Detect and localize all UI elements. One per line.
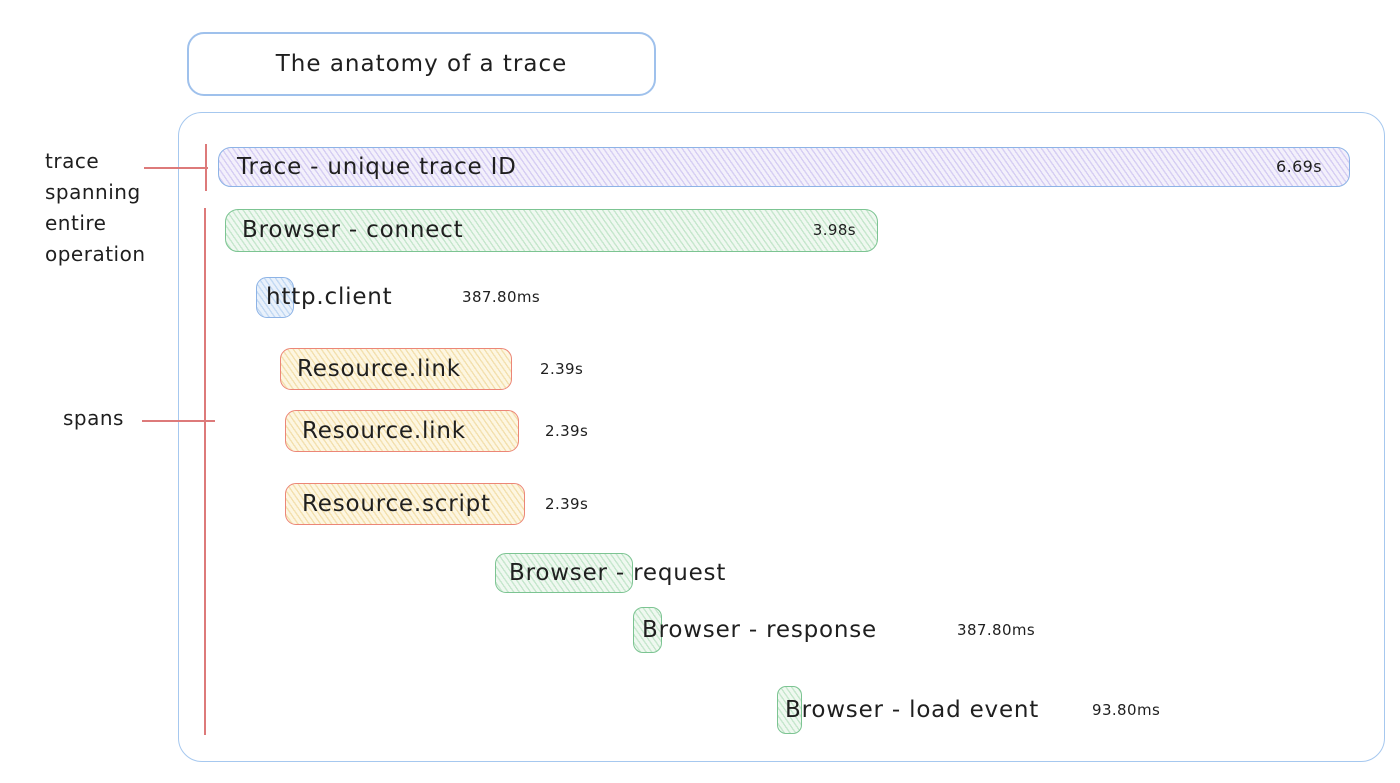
span-browser-request: Browser - request: [495, 553, 755, 593]
span-duration: 2.39s: [540, 360, 584, 378]
span-browser-load-event-bar: [777, 686, 802, 734]
diagram-title-box: The anatomy of a trace: [187, 32, 656, 96]
span-http-client-bar: [256, 277, 294, 318]
annotation-line: operation: [45, 242, 146, 266]
annotation-line: trace: [45, 149, 100, 173]
span-resource-link-1-bar: [280, 348, 512, 390]
span-trace-bar: [218, 147, 1350, 187]
span-browser-response-bar: [633, 607, 662, 653]
span-duration: 2.39s: [545, 495, 589, 513]
span-label: Trace - unique trace ID: [237, 154, 517, 180]
span-http-client: http.client 387.80ms: [256, 277, 556, 318]
span-browser-connect: Browser - connect 3.98s: [225, 209, 878, 252]
span-browser-request-bar: [495, 553, 633, 593]
span-label: Resource.link: [302, 418, 466, 444]
span-label: Browser - response: [642, 617, 877, 643]
span-label: http.client: [266, 284, 393, 310]
span-resource-link-2: Resource.link 2.39s: [285, 410, 595, 452]
trace-boundary-box: [178, 112, 1385, 762]
span-duration: 2.39s: [545, 422, 589, 440]
trace-pointer-line: [144, 167, 208, 169]
span-resource-link-2-bar: [285, 410, 519, 452]
span-duration: 6.69s: [1276, 157, 1322, 176]
trace-pointer-tick: [205, 144, 207, 191]
span-duration: 3.98s: [812, 221, 856, 239]
spans-bracket-line: [204, 208, 206, 735]
span-label: Resource.link: [297, 356, 461, 382]
span-resource-link-1: Resource.link 2.39s: [280, 348, 590, 390]
span-resource-script-bar: [285, 483, 525, 525]
annotation-trace-spanning: trace spanning entire operation: [45, 146, 146, 270]
span-duration: 387.80ms: [957, 621, 1036, 639]
span-browser-response: Browser - response 387.80ms: [633, 607, 1053, 653]
span-label: Browser - connect: [242, 217, 464, 243]
span-trace: Trace - unique trace ID 6.69s: [218, 147, 1350, 187]
annotation-spans: spans: [63, 406, 124, 430]
spans-pointer-line: [142, 420, 215, 422]
annotation-line: spanning: [45, 180, 141, 204]
span-resource-script: Resource.script 2.39s: [285, 483, 595, 525]
span-browser-load-event: Browser - load event 93.80ms: [777, 686, 1177, 734]
span-label: Browser - load event: [785, 697, 1040, 723]
span-duration: 387.80ms: [462, 288, 541, 306]
diagram-title: The anatomy of a trace: [275, 51, 568, 77]
span-label: Resource.script: [302, 491, 491, 517]
annotation-line: entire: [45, 211, 107, 235]
span-label: Browser - request: [509, 560, 727, 586]
span-duration: 93.80ms: [1092, 701, 1161, 719]
span-browser-connect-bar: [225, 209, 878, 252]
